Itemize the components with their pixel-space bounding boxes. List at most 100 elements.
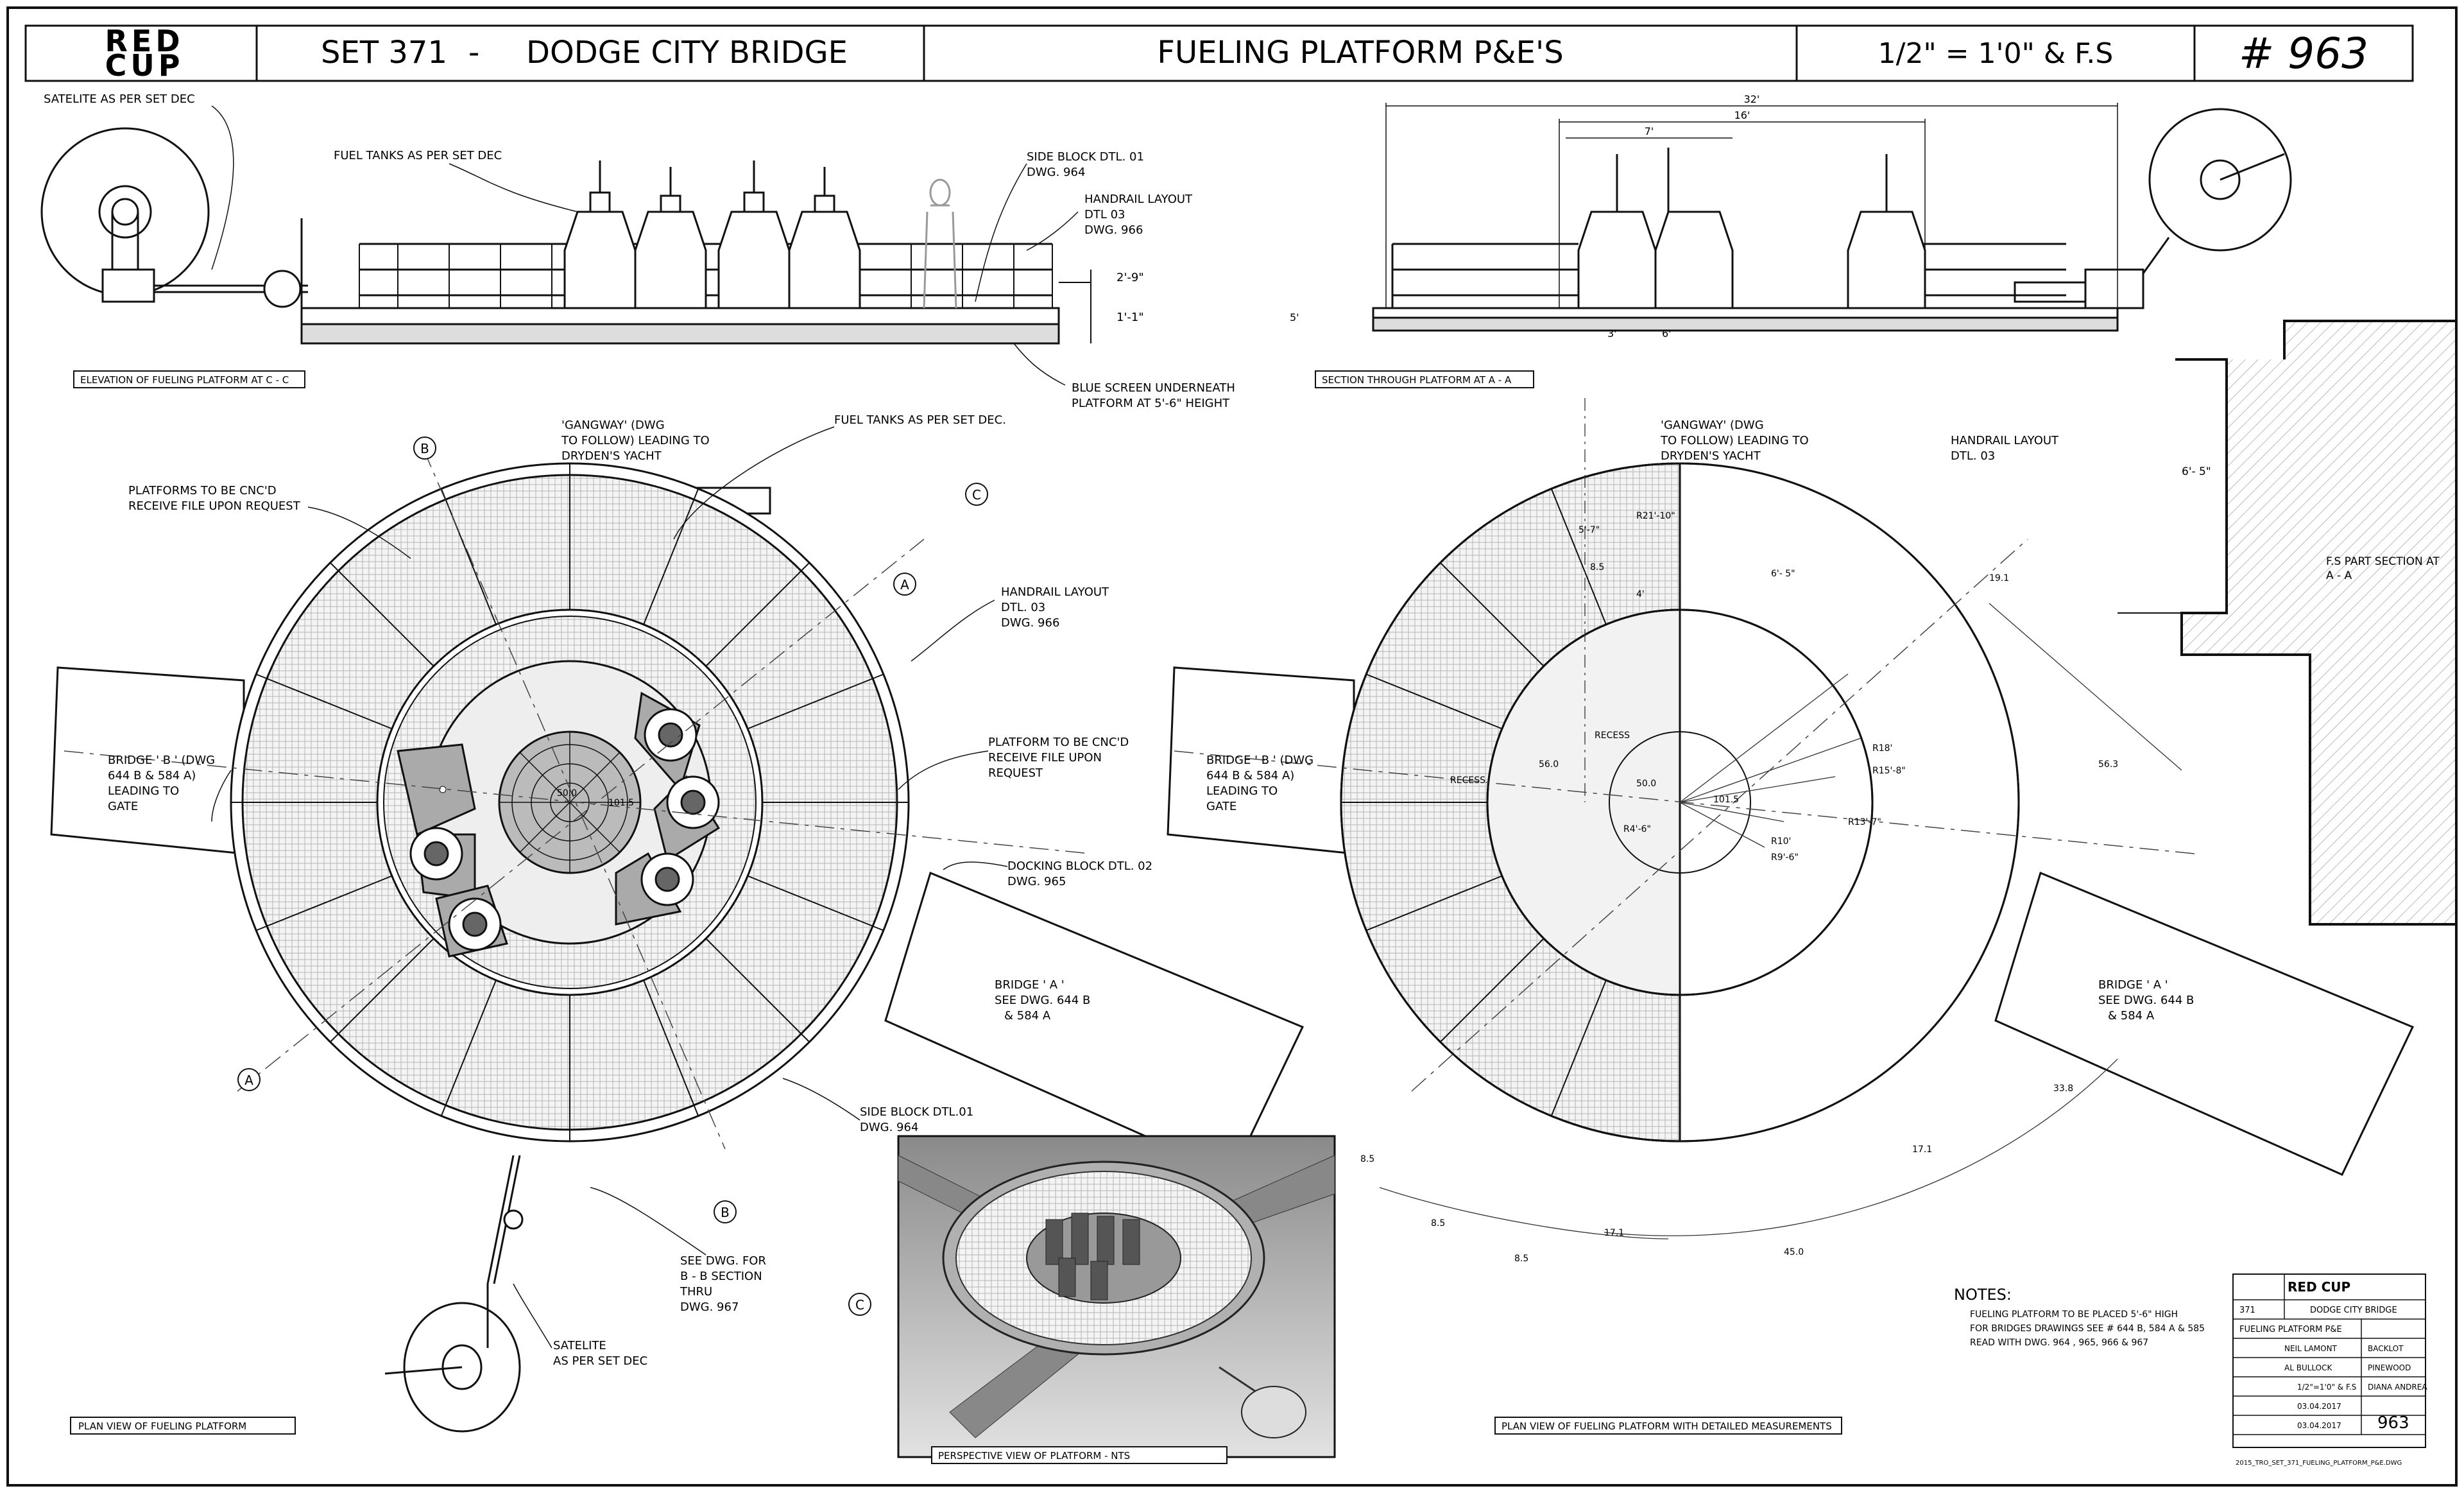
dim-r10: R10'	[1771, 836, 1791, 847]
dim-r13-7: R13'-7"	[1848, 817, 1881, 827]
satellite-low-2: AS PER SET DEC	[553, 1354, 647, 1368]
notes-heading: NOTES:	[1954, 1286, 2012, 1304]
title-block	[2232, 1273, 2426, 1448]
docking-2: DWG. 965	[1007, 875, 1066, 888]
dim-7: 7'	[1645, 125, 1654, 137]
handrail-mid-2: DTL. 03	[1001, 601, 1045, 614]
handrail-right-1: HANDRAIL LAYOUT	[1951, 434, 2059, 447]
handrail-mid-3: DWG. 966	[1001, 616, 1059, 630]
bridge-b-left-1: BRIDGE ' B ' (DWG	[108, 754, 215, 767]
bridge-b-left-3: LEADING TO	[108, 784, 179, 798]
bridge-b-right-4: GATE	[1206, 800, 1236, 813]
elevation-caption: ELEVATION OF FUELING PLATFORM AT C - C	[73, 370, 305, 388]
dim-r15-8: R15'-8"	[1872, 766, 1906, 776]
bridge-a-right-1: BRIDGE ' A '	[2098, 978, 2168, 992]
recess-2: RECESS	[1450, 775, 1485, 786]
bridge-a-right-3: & 584 A	[2108, 1009, 2155, 1023]
plan-right-labels: 'GANGWAY' (DWG TO FOLLOW) LEADING TO DRY…	[1206, 419, 2194, 1023]
plan-detail-label: PLAN VIEW OF FUELING PLATFORM WITH DETAI…	[1502, 1420, 1832, 1432]
bridge-b-right-2: 644 B & 584 A)	[1206, 769, 1294, 782]
gangway-right-3: DRYDEN'S YACHT	[1661, 449, 1761, 463]
plan-view-bridges-right	[1167, 666, 2415, 1176]
plan-view-left	[230, 462, 910, 1143]
handrail-top-label: HANDRAIL LAYOUT	[1084, 193, 1193, 206]
tb-location: BACKLOT	[2368, 1344, 2404, 1353]
gangway-left-3: DRYDEN'S YACHT	[561, 449, 662, 463]
fuel-tanks-top-label: FUEL TANKS AS PER SET DEC	[334, 149, 502, 162]
logo-red: RED	[105, 24, 184, 58]
marker-b-top: B	[420, 441, 429, 456]
dim-4: 4'	[1636, 589, 1645, 600]
dim-2-9: 2'-9"	[1116, 271, 1144, 284]
docking-1: DOCKING BLOCK DTL. 02	[1007, 859, 1152, 873]
see-dwg-4: DWG. 967	[680, 1300, 739, 1314]
bridge-b-right-3: LEADING TO	[1206, 784, 1278, 798]
platform-cnc-3: REQUEST	[988, 766, 1043, 780]
plan-left-labels: 'GANGWAY' (DWG TO FOLLOW) LEADING TO DRY…	[108, 413, 1152, 1368]
bridge-a-left-1: BRIDGE ' A '	[995, 978, 1065, 992]
blue-screen-label-2: PLATFORM AT 5'-6" HEIGHT	[1072, 397, 1230, 410]
note-1: FUELING PLATFORM TO BE PLACED 5'-6" HIGH	[1970, 1309, 2178, 1320]
recess-1: RECESS	[1595, 730, 1630, 741]
see-dwg-2: B - B SECTION	[680, 1270, 762, 1283]
plan-view-bridges-left	[50, 487, 1305, 1176]
fs-part-section	[2118, 320, 2458, 926]
fs-part-label-1: F.S PART SECTION AT	[2326, 555, 2440, 568]
dim-v8-5a: 8.5	[1590, 562, 1604, 573]
elevation-label: ELEVATION OF FUELING PLATFORM AT C - C	[80, 374, 289, 386]
bridge-b-left-2: 644 B & 584 A)	[108, 769, 196, 782]
tb-footer: 2015_TRO_SET_371_FUELING_PLATFORM_P&E.DW…	[2236, 1460, 2402, 1467]
fs-part-label-2: A - A	[2326, 569, 2352, 582]
see-dwg-3: THRU	[680, 1285, 712, 1299]
blue-screen-label-1: BLUE SCREEN UNDERNEATH	[1072, 381, 1235, 395]
dim-v8-5b: 8.5	[1360, 1154, 1374, 1164]
perspective-inset: PERSPECTIVE VIEW OF PLATFORM - NTS	[897, 1135, 1336, 1464]
section-caption: SECTION THROUGH PLATFORM AT A - A	[1315, 370, 1534, 388]
handrail-top-dwg: DWG. 966	[1084, 223, 1143, 237]
marker-c-top: C	[972, 487, 981, 503]
set-number: SET 371	[321, 35, 447, 71]
dim-6-5: 6'- 5"	[2182, 465, 2211, 478]
dim-6-5b: 6'- 5"	[1771, 569, 1795, 579]
plan-caption: PLAN VIEW OF FUELING PLATFORM	[70, 1417, 296, 1435]
dim-v101: 101.5	[1713, 795, 1739, 805]
section-labels: 32' 16' 7' 5' 3' 6'	[1290, 93, 1759, 340]
plan-left-leaders	[211, 426, 1008, 1349]
side-block-low-2: DWG. 964	[860, 1121, 918, 1134]
dim-v17: 17.1	[1912, 1144, 1932, 1155]
dim-r21: R21'-10"	[1636, 511, 1675, 521]
dim-v45: 45.0	[1784, 1247, 1804, 1257]
fuel-tanks-mid: FUEL TANKS AS PER SET DEC.	[834, 413, 1006, 427]
satellite-dish-low	[384, 1155, 524, 1433]
dim-v50: 50.0	[1636, 779, 1656, 789]
tb-designer: NEIL LAMONT	[2284, 1344, 2338, 1353]
dim-r4: R4'-6"	[1623, 824, 1651, 834]
plan-detail-caption: PLAN VIEW OF FUELING PLATFORM WITH DETAI…	[1494, 1417, 1842, 1435]
plan-label: PLAN VIEW OF FUELING PLATFORM	[78, 1420, 246, 1432]
tb-art-director: AL BULLOCK	[2284, 1363, 2332, 1372]
gangway-right-2: TO FOLLOW) LEADING TO	[1660, 434, 1809, 447]
satellite-dish-top	[40, 127, 308, 321]
dim-6: 6'	[1662, 327, 1672, 340]
perspective-label: PERSPECTIVE VIEW OF PLATFORM - NTS	[938, 1450, 1130, 1462]
gangway-left-1: 'GANGWAY' (DWG	[561, 419, 665, 432]
dim-v19: 19.1	[1989, 573, 2009, 583]
notes: NOTES: FUELING PLATFORM TO BE PLACED 5'-…	[1954, 1286, 2205, 1348]
note-2: FOR BRIDGES DRAWINGS SEE # 644 B, 584 A …	[1970, 1324, 2205, 1334]
section-dimension-lines	[1385, 103, 2118, 308]
plan-right-dimensions: R21'-10" 5'-7" 6'- 5" 4' 8.5 56.0 50.0 1…	[1360, 511, 2118, 1264]
plan-left-centerlines	[64, 449, 1091, 1150]
set-name: DODGE CITY BRIDGE	[526, 35, 848, 71]
dim-16: 16'	[1734, 109, 1750, 121]
handrail-mid-1: HANDRAIL LAYOUT	[1001, 585, 1109, 599]
satellite-top-label: SATELITE AS PER SET DEC	[44, 92, 195, 106]
satellite-low-1: SATELITE	[553, 1339, 606, 1352]
platforms-cnc-2: RECEIVE FILE UPON REQUEST	[128, 499, 301, 513]
dim-5: 5'	[1290, 311, 1299, 324]
scale: 1/2" = 1'0" & F.S	[1878, 37, 2114, 70]
dim-v56-3: 56.3	[2098, 759, 2118, 770]
plan-left-markers: B C A A B C	[237, 436, 988, 1316]
plan-v101: 101.5	[608, 798, 634, 808]
dim-1-1: 1'-1"	[1116, 311, 1144, 324]
